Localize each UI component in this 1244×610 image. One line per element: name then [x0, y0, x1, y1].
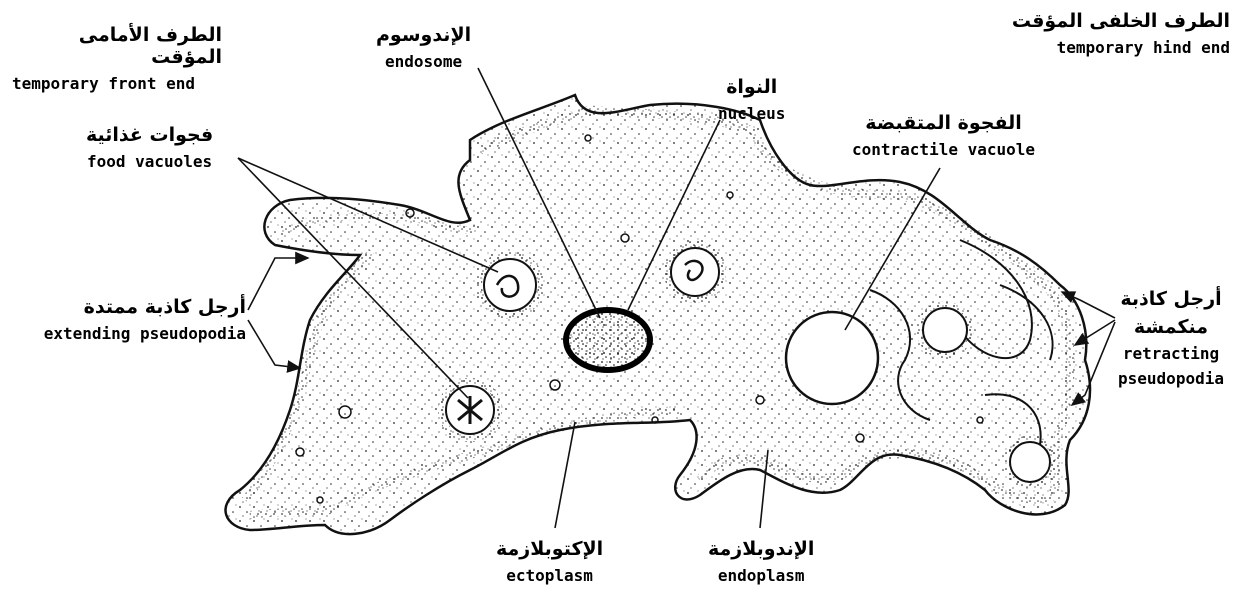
food-vacuole-4 [919, 304, 971, 356]
endosome-ar: الإندوسوم [376, 24, 471, 46]
retracting-pseudopodia-ar1: أرجل كاذبة [1112, 288, 1230, 310]
food-vacuoles-ar: فجوات غذائية [86, 124, 213, 146]
hind-end-label: الطرف الخلفى المؤقت temporary hind end [1012, 10, 1230, 57]
ectoplasm-label: الإكتوبلازمة ectoplasm [496, 538, 603, 585]
retracting-pseudopodia-en1: retracting [1112, 344, 1230, 363]
ectoplasm-en: ectoplasm [496, 566, 603, 585]
food-vacuole-5 [1006, 438, 1054, 486]
extending-pseudopodia-en: extending pseudopodia [14, 324, 246, 343]
contractile-vacuole-shape [786, 312, 878, 404]
endoplasm-ar: الإندوبلازمة [708, 538, 814, 560]
retracting-pseudopodia-en2: pseudopodia [1112, 369, 1230, 388]
nucleus-label: النواة nucleus [718, 76, 785, 123]
contractile-vacuole-label: الفجوة المتقبضة contractile vacuole [852, 112, 1035, 159]
extending-pseudopodia-ar: أرجل كاذبة ممتدة [14, 296, 246, 318]
endoplasm-label: الإندوبلازمة endoplasm [708, 538, 814, 585]
extending-arrow-bottom [248, 320, 300, 368]
nucleus-en: nucleus [718, 104, 785, 123]
retracting-pseudopodia-ar2: منكمشة [1112, 316, 1230, 338]
extending-pseudopodia-label: أرجل كاذبة ممتدة extending pseudopodia [14, 296, 246, 343]
nucleus-ar: النواة [718, 76, 785, 98]
hind-end-en: temporary hind end [1012, 38, 1230, 57]
nucleus-shape [566, 310, 650, 370]
retracting-pseudopodia-label: أرجل كاذبة منكمشة retracting pseudopodia [1112, 288, 1230, 388]
endoplasm-en: endoplasm [708, 566, 814, 585]
ectoplasm-line [555, 422, 575, 528]
front-end-en: temporary front end [12, 74, 222, 93]
food-vacuole-1 [479, 254, 541, 316]
endosome-en: endosome [376, 52, 471, 71]
front-end-ar: الطرف الأمامى المؤقت [12, 24, 222, 68]
endosome-label: الإندوسوم endosome [376, 24, 471, 71]
contractile-vacuole-en: contractile vacuole [852, 140, 1035, 159]
food-vacuoles-en: food vacuoles [86, 152, 213, 171]
contractile-vacuole-ar: الفجوة المتقبضة [852, 112, 1035, 134]
front-end-label: الطرف الأمامى المؤقت temporary front end [12, 24, 222, 93]
food-vacuoles-label: فجوات غذائية food vacuoles [86, 124, 213, 171]
extending-arrow-top [248, 258, 308, 310]
hind-end-ar: الطرف الخلفى المؤقت [1012, 10, 1230, 32]
ectoplasm-ar: الإكتوبلازمة [496, 538, 603, 560]
food-vacuole-3 [667, 244, 723, 300]
food-vacuole-2 [441, 381, 499, 439]
